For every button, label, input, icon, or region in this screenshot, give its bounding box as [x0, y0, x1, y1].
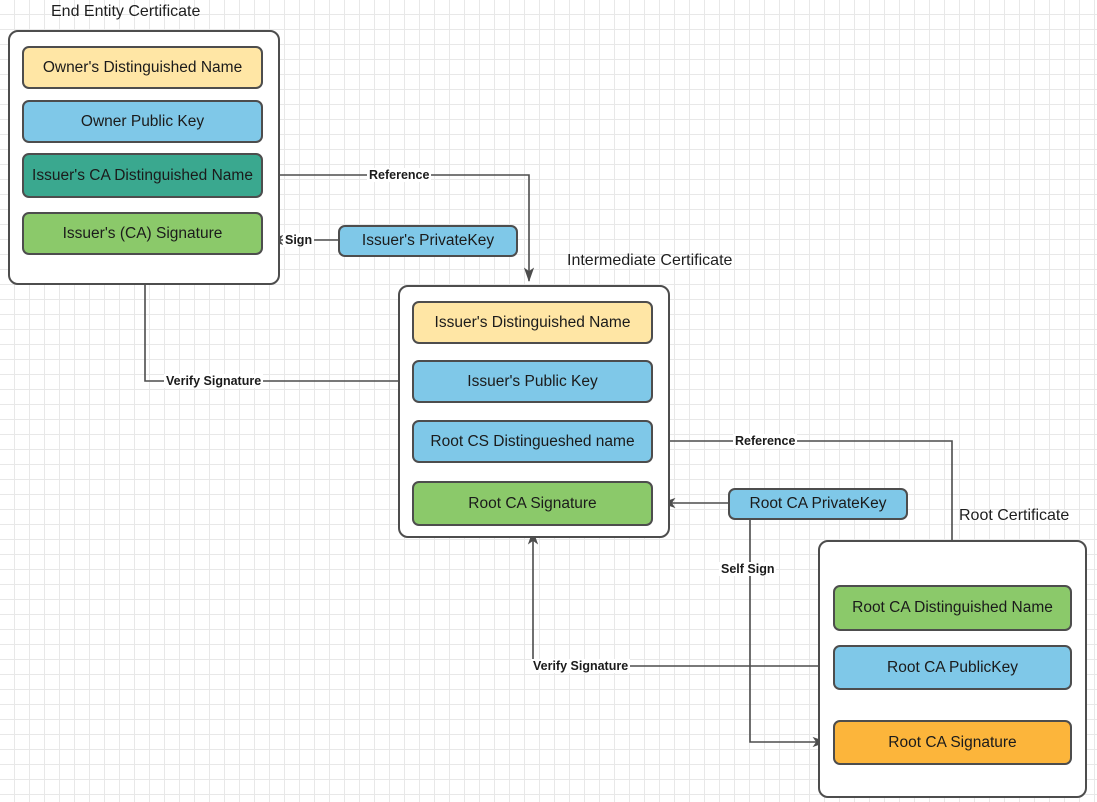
- node-issuer-privatekey[interactable]: Issuer's PrivateKey: [338, 225, 518, 257]
- group-title-root: Root Certificate: [959, 507, 1070, 524]
- node-root-ca-signature-root[interactable]: Root CA Signature: [833, 720, 1072, 765]
- group-title-end-entity: End Entity Certificate: [51, 3, 201, 20]
- edge-label-self-sign: Self Sign: [719, 562, 777, 576]
- node-issuer-ca-distinguished-name[interactable]: Issuer's CA Distinguished Name: [22, 153, 263, 198]
- node-root-ca-signature-intermediate[interactable]: Root CA Signature: [412, 481, 653, 526]
- group-title-intermediate: Intermediate Certificate: [567, 252, 733, 269]
- edge-selfsign-rootkey-to-rootsig: [749, 520, 827, 748]
- node-root-ca-privatekey[interactable]: Root CA PrivateKey: [728, 488, 908, 520]
- node-root-ca-publickey[interactable]: Root CA PublicKey: [833, 645, 1072, 690]
- node-root-ca-distinguished-name[interactable]: Root CA Distinguished Name: [833, 585, 1072, 631]
- node-issuer-distinguished-name[interactable]: Issuer's Distinguished Name: [412, 301, 653, 344]
- edge-label-verify-signature-2: Verify Signature: [531, 659, 631, 673]
- node-owner-distinguished-name[interactable]: Owner's Distinguished Name: [22, 46, 263, 89]
- edge-verify-root-to-intermediate: [527, 530, 833, 667]
- edge-label-verify-signature-1: Verify Signature: [164, 374, 264, 388]
- node-root-cs-distingueshed-name[interactable]: Root CS Distingueshed name: [412, 420, 653, 463]
- node-owner-public-key[interactable]: Owner Public Key: [22, 100, 263, 143]
- node-issuer-public-key[interactable]: Issuer's Public Key: [412, 360, 653, 403]
- edge-label-reference-1: Reference: [367, 168, 432, 182]
- edge-label-reference-2: Reference: [733, 434, 798, 448]
- node-issuer-ca-signature[interactable]: Issuer's (CA) Signature: [22, 212, 263, 255]
- edge-label-sign: Sign: [283, 233, 315, 247]
